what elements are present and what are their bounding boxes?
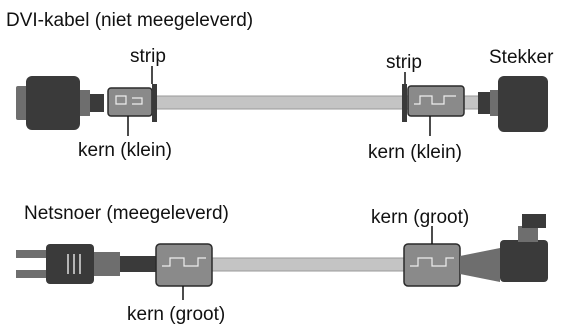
dvi-plug-right: [478, 76, 548, 132]
strip-right-label: strip: [386, 52, 422, 73]
dvi-connector-left: [16, 76, 104, 130]
power-cord-assembly: [16, 214, 548, 300]
core-large-right: [403, 243, 461, 287]
dvi-cable-title: DVI-kabel (niet meegeleverd): [6, 10, 253, 31]
strip-left-label: strip: [130, 46, 166, 67]
core-large-left-label: kern (groot): [127, 304, 225, 324]
core-large-left: [155, 243, 213, 287]
core-small-left: [107, 87, 153, 117]
core-small-right: [407, 85, 465, 117]
core-large-right-label: kern (groot): [371, 207, 469, 228]
power-cord-title: Netsnoer (meegeleverd): [24, 203, 229, 224]
power-plug-right: [460, 214, 548, 282]
power-plug-left: [16, 244, 156, 284]
dvi-cable: [149, 95, 413, 110]
core-small-right-label: kern (klein): [368, 142, 462, 163]
strip-left: [152, 84, 157, 122]
plug-label: Stekker: [489, 47, 554, 68]
core-small-left-label: kern (klein): [78, 140, 172, 161]
dvi-cable-assembly: [16, 66, 548, 136]
strip-right: [402, 84, 407, 122]
power-cable: [209, 257, 407, 272]
